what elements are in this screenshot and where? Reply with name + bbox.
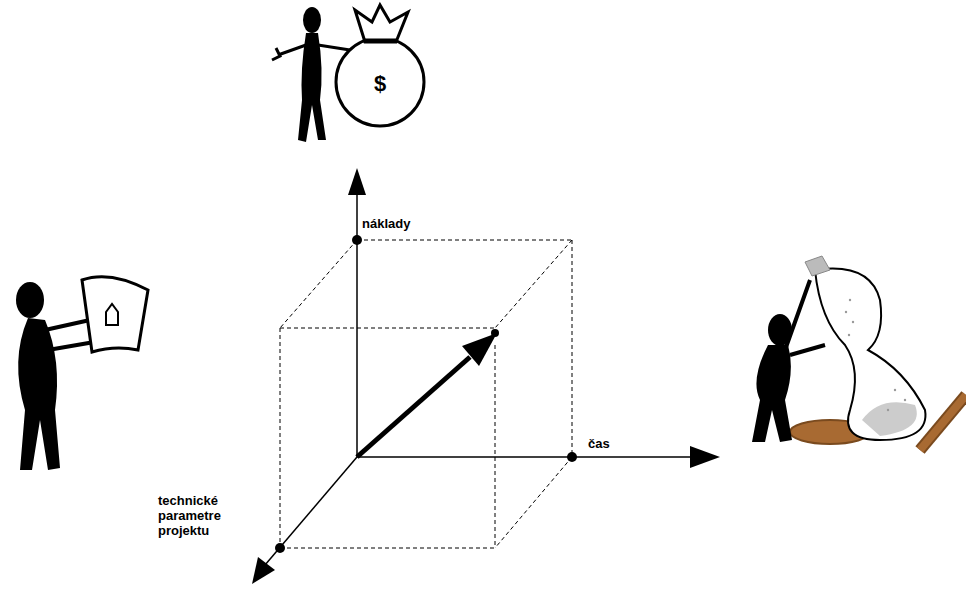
axes	[265, 175, 690, 565]
arrowhead	[348, 168, 366, 195]
document-figure	[16, 277, 148, 470]
arrowhead	[252, 557, 275, 584]
currency-symbol: $	[374, 72, 386, 96]
result-vector	[357, 357, 470, 457]
axis-label: náklady	[362, 216, 410, 231]
axis-dots	[275, 235, 577, 553]
arrowhead	[462, 333, 497, 366]
money-figure	[272, 5, 424, 142]
dashed-box	[280, 240, 572, 548]
axis-label: čas	[588, 436, 610, 451]
hourglass-figure	[752, 256, 966, 450]
arrowhead	[690, 446, 720, 468]
axis-label: technické parametre projektu	[158, 493, 232, 538]
